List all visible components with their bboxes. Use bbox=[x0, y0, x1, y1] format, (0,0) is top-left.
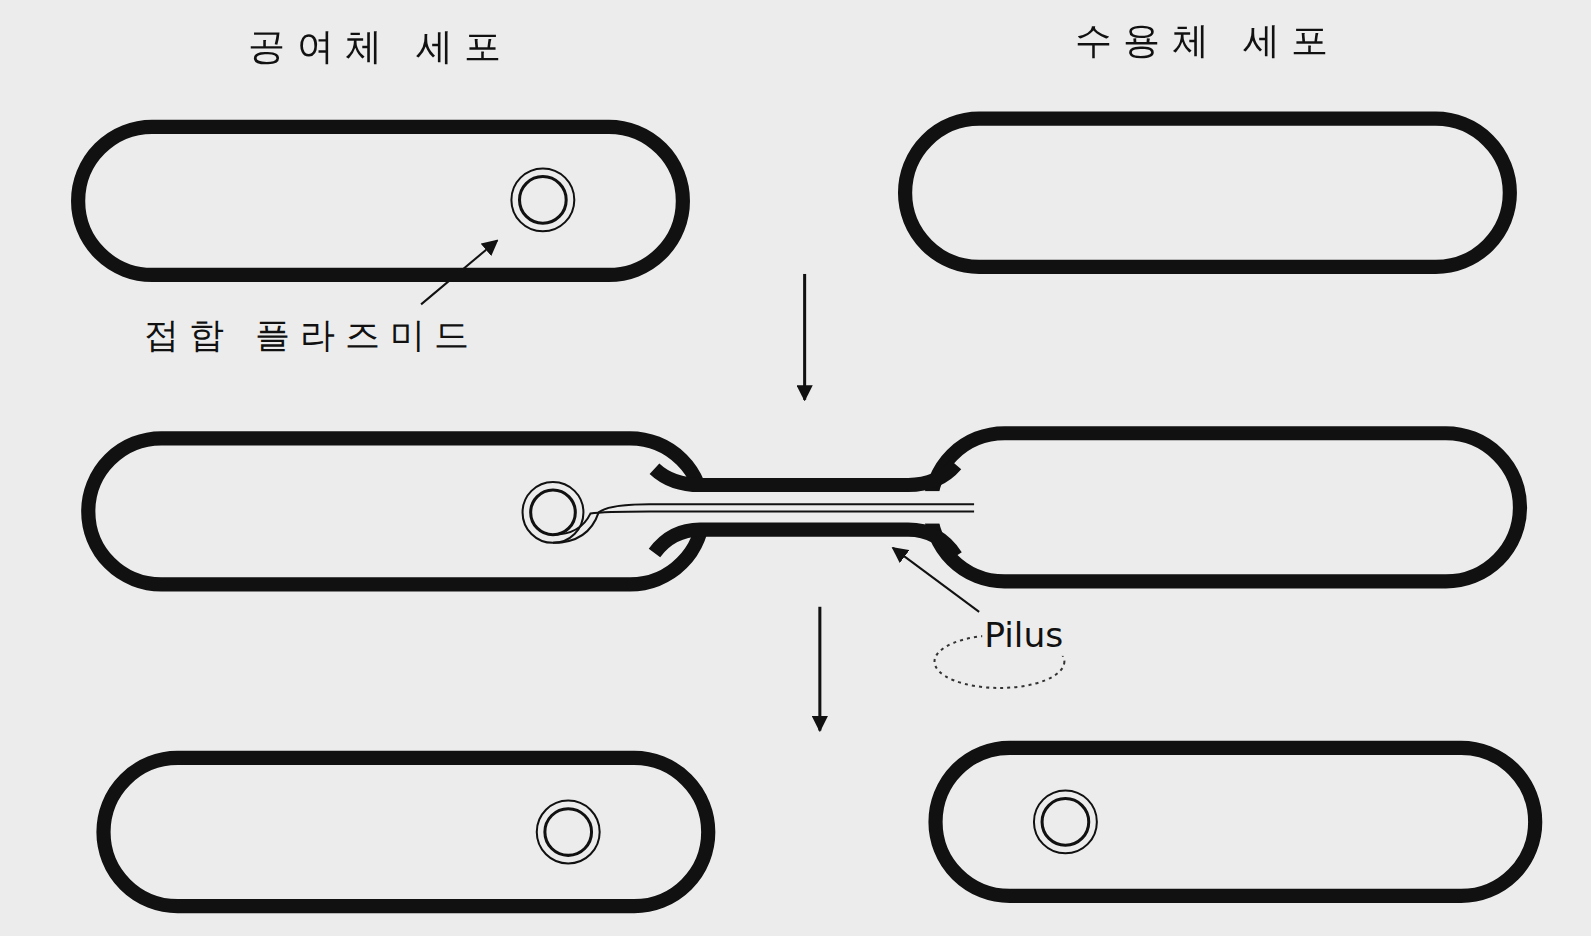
plasmid bbox=[511, 168, 574, 231]
cell-heading: 공여체 세포 bbox=[61, 22, 700, 72]
step-arrow bbox=[818, 607, 821, 731]
plasmid-label: 접합 플라즈미드 bbox=[142, 313, 481, 360]
mating-pair bbox=[88, 433, 1520, 584]
pilus-label: Pilus bbox=[982, 615, 1065, 656]
result-cells bbox=[103, 748, 1535, 906]
cell-node: 수용체 세포 bbox=[888, 4, 1527, 283]
cell-node: 공여체 세포 bbox=[61, 8, 700, 292]
leader-line bbox=[893, 548, 979, 612]
cell-heading: 수용체 세포 bbox=[888, 16, 1527, 66]
step-arrow bbox=[803, 274, 806, 400]
cell-wall bbox=[905, 119, 1510, 267]
cell-wall bbox=[78, 127, 683, 275]
